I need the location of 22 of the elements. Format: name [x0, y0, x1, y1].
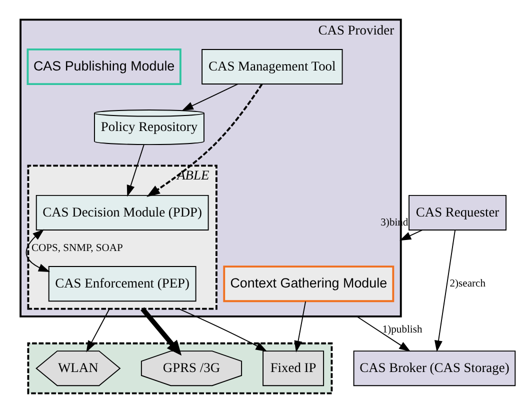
node-box: CAS Requester: [408, 194, 506, 230]
arrow: [146, 84, 262, 198]
arrow: [25, 229, 50, 272]
arrow: [126, 144, 144, 197]
node-box: Context Gathering Module: [222, 266, 394, 302]
node-box: CAS Management Tool: [201, 48, 342, 85]
arrow: [181, 84, 238, 111]
node-box: CAS Broker (CAS Storage): [352, 350, 516, 386]
arrow: [434, 230, 456, 352]
node-box: CAS Decision Module (PDP): [35, 194, 208, 230]
arrow: [399, 230, 422, 241]
arrow: [140, 307, 182, 356]
arrow: [356, 316, 410, 352]
node-box: CAS Publishing Module: [26, 48, 181, 85]
arrow: [86, 308, 110, 352]
arrow: [294, 301, 306, 352]
arrow: [178, 308, 267, 352]
node-box: Fixed IP: [262, 350, 324, 386]
edge-label: 1)publish: [382, 324, 422, 336]
edge-label: 2)search: [449, 278, 485, 290]
edge-label: COPS, SNMP, SOAP: [30, 242, 122, 254]
node-box: CAS Enforcement (PEP): [48, 266, 196, 302]
